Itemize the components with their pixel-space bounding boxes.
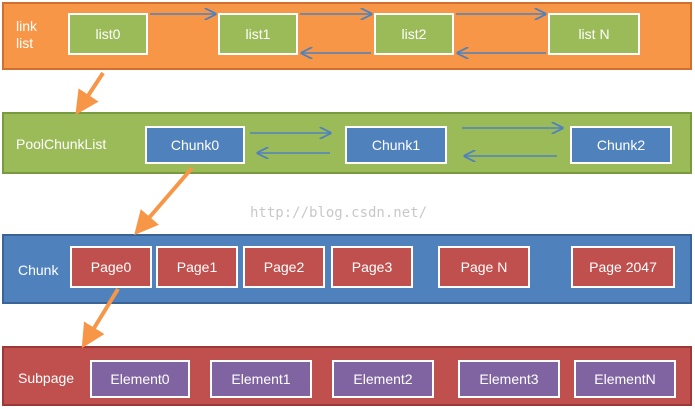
level-arrow-1 <box>75 71 105 116</box>
chunklist-item-0: Chunk0 <box>145 126 245 164</box>
linklist-item-1: list1 <box>218 13 298 55</box>
subpage-item-1: Element1 <box>210 360 312 398</box>
subpage-item-0: Element0 <box>90 360 190 398</box>
chunk-item-3: Page3 <box>331 246 413 288</box>
chunk-item-4: Page N <box>438 246 530 288</box>
chunk-item-1: Page1 <box>156 246 238 288</box>
linklist-item-0: list0 <box>68 13 148 55</box>
subpage-item-3: Element3 <box>458 360 560 398</box>
chunk-label: Chunk <box>18 262 59 278</box>
linklist-item-2: list2 <box>374 13 454 55</box>
chunklist-label: PoolChunkList <box>16 136 107 152</box>
chunklist-item-1: Chunk1 <box>345 126 447 164</box>
watermark-text: http://blog.csdn.net/ <box>250 205 428 221</box>
chunk-item-2: Page2 <box>243 246 325 288</box>
subpage-label: Subpage <box>18 370 75 386</box>
subpage-item-2: Element2 <box>332 360 434 398</box>
chunk-item-0: Page0 <box>70 246 152 288</box>
level-arrow-2 <box>134 166 194 236</box>
chunk-item-5: Page 2047 <box>571 246 675 288</box>
chunklist-item-2: Chunk2 <box>570 126 672 164</box>
linklist-label: link list <box>16 18 38 51</box>
linklist-item-3: list N <box>548 13 640 55</box>
subpage-item-4: ElementN <box>574 360 676 398</box>
